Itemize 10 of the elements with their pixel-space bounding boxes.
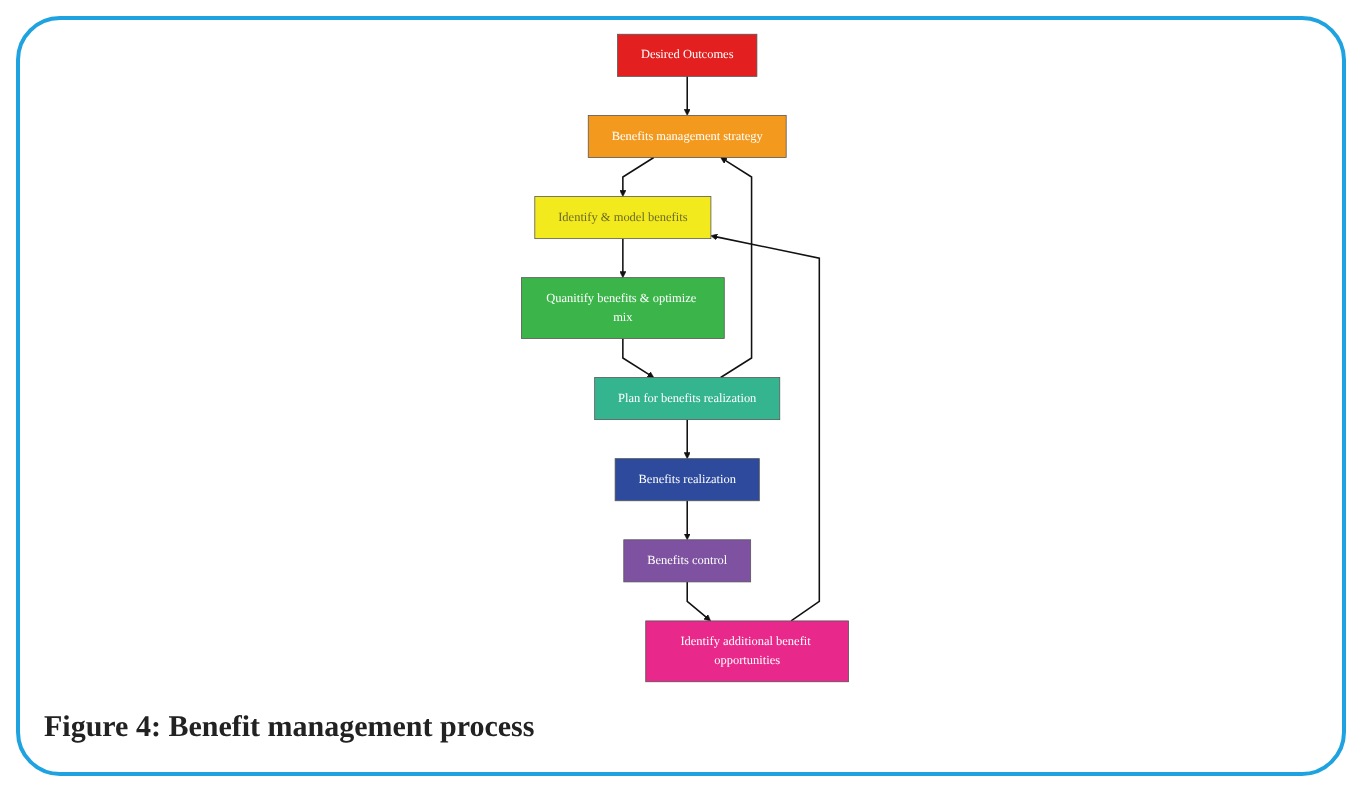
arrow bbox=[683, 75, 691, 116]
arrow bbox=[619, 237, 627, 278]
arrow bbox=[622, 337, 655, 378]
arrow bbox=[619, 156, 655, 197]
arrow bbox=[683, 500, 691, 541]
arrow bbox=[719, 157, 753, 379]
arrow bbox=[710, 233, 821, 622]
arrow bbox=[686, 581, 711, 622]
caption: Figure 4: Benefit management process bbox=[44, 712, 535, 746]
arrow bbox=[683, 418, 691, 459]
